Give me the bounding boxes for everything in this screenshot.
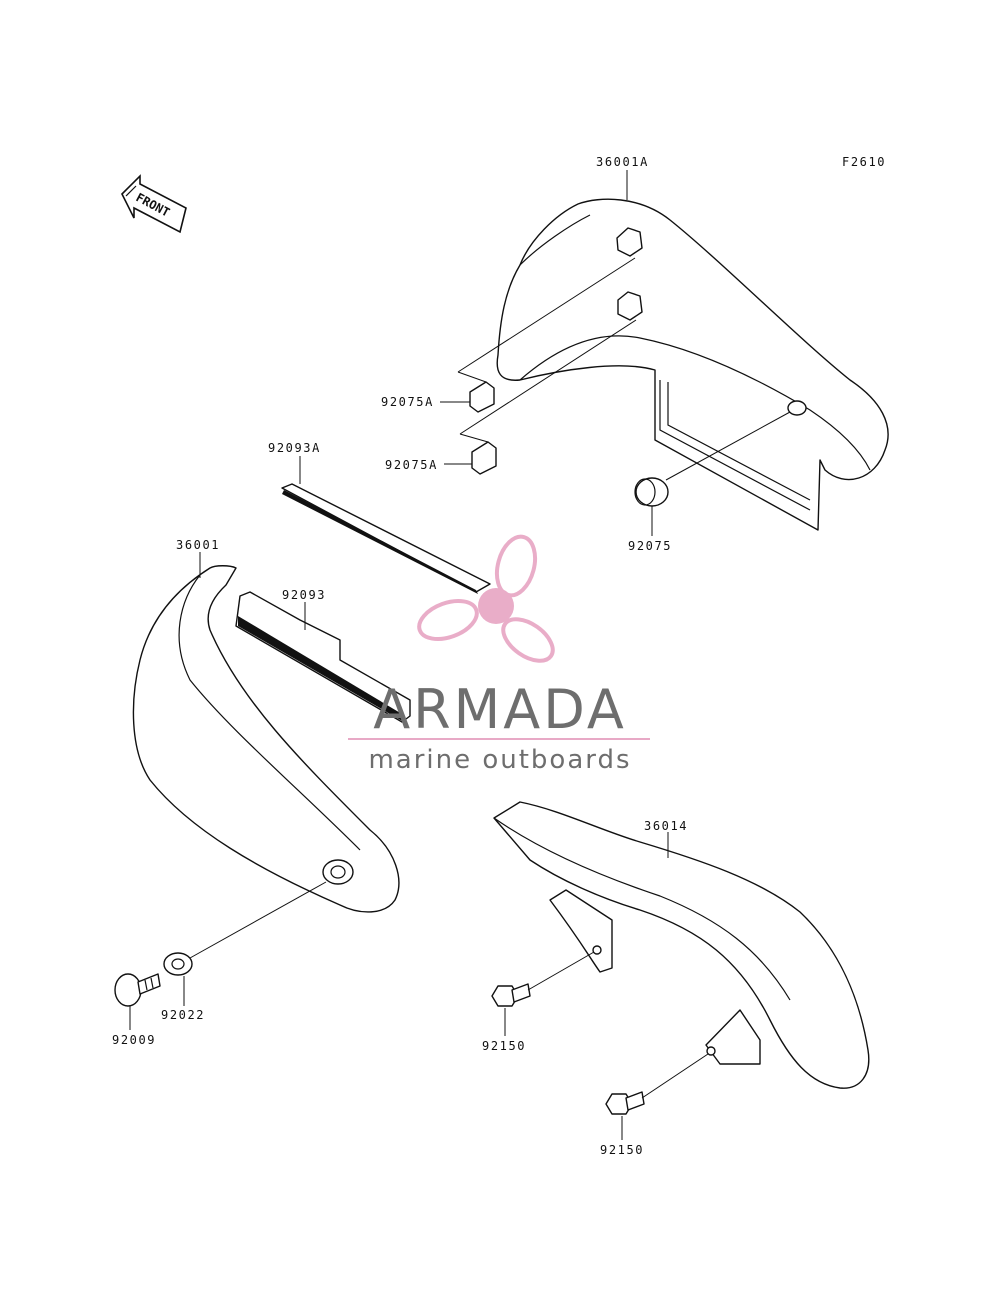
- armada-logo: [417, 534, 555, 663]
- label-92075: 92075: [628, 539, 672, 553]
- label-92150-lower: 92150: [600, 1143, 644, 1157]
- label-92075A-lower: 92075A: [385, 458, 438, 472]
- clip-92075A-upper: [457, 257, 636, 413]
- label-36014: 36014: [644, 819, 688, 833]
- bolt-92150-upper: [491, 951, 595, 1007]
- label-36001: 36001: [176, 538, 220, 552]
- front-arrow-icon: FRONT: [121, 174, 187, 234]
- cover-36014: [493, 801, 870, 1089]
- pad-92093: [235, 591, 411, 723]
- label-92093: 92093: [282, 588, 326, 602]
- watermark-divider: [348, 738, 650, 740]
- label-92093A: 92093A: [268, 441, 321, 455]
- bolt-92150-lower: [605, 1053, 709, 1115]
- clip-92075A-lower: [459, 319, 637, 475]
- label-36001A: 36001A: [596, 155, 649, 169]
- watermark-tagline: marine outboards: [368, 745, 631, 775]
- washer-92022: [163, 881, 327, 976]
- grommet-92075: [634, 411, 791, 507]
- figure-code: F2610: [842, 155, 886, 169]
- pad-strip-92093A: [281, 483, 491, 594]
- label-92150-upper: 92150: [482, 1039, 526, 1053]
- side-cover-36001A: [496, 198, 889, 531]
- label-92022: 92022: [161, 1008, 205, 1022]
- label-92075A-upper: 92075A: [381, 395, 434, 409]
- label-92009: 92009: [112, 1033, 156, 1047]
- side-cover-36001: [132, 565, 400, 913]
- watermark-brand: ARMADA: [373, 678, 627, 741]
- bolt-92009: [114, 973, 161, 1007]
